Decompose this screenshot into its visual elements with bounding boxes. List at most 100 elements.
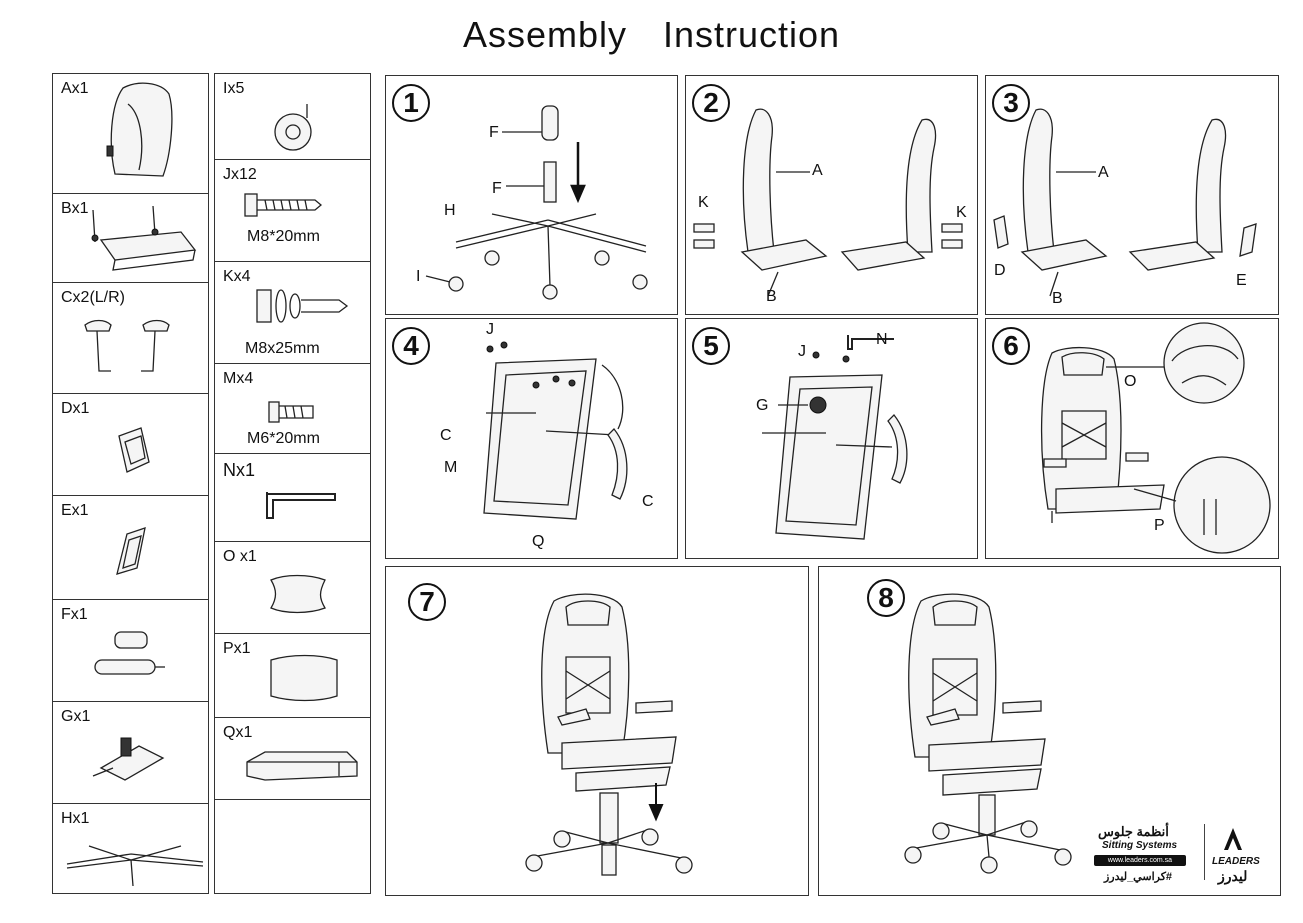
step-8-number: 8	[867, 579, 905, 617]
step-5-mechanism-drawing	[762, 335, 908, 540]
bolt-j-icon	[244, 193, 323, 217]
step-2-callout-k1: K	[698, 194, 709, 211]
step-6-panel: 6 O P	[985, 318, 1279, 559]
step-8-chair-drawing	[904, 593, 1072, 874]
part-i-box: Ix5	[214, 73, 371, 160]
part-k-box: Kx4 M8x25mm	[214, 261, 371, 364]
leaders-mark-icon	[1224, 828, 1242, 850]
part-k-spec: M8x25mm	[245, 340, 320, 357]
cover-d-icon	[118, 427, 150, 473]
part-d-label: Dx1	[61, 400, 90, 417]
part-g-label: Gx1	[61, 708, 91, 725]
part-m-label: Mx4	[223, 370, 254, 387]
step-4-frame-drawing	[483, 341, 628, 520]
step-5-callout-n: N	[876, 331, 888, 348]
step-4-number: 4	[392, 327, 430, 365]
step-2-callout-b: B	[766, 288, 777, 305]
page-title: Assembly Instruction	[0, 14, 1303, 56]
seat-icon	[91, 205, 197, 271]
part-m-box: Mx4 M6*20mm	[214, 363, 371, 454]
bolt-m-icon	[268, 401, 314, 423]
part-e-box: Ex1	[52, 495, 209, 600]
step-1-callout-i: I	[416, 268, 421, 285]
cushion-icon	[246, 751, 358, 781]
step-1-callout-f2: F	[492, 180, 502, 197]
part-h-box: Hx1	[52, 803, 209, 894]
step-3-callout-e: E	[1236, 272, 1247, 289]
step-6-callout-p: P	[1154, 517, 1165, 534]
step-5-number: 5	[692, 327, 730, 365]
mechanism-icon	[92, 737, 165, 781]
part-g-box: Gx1	[52, 701, 209, 804]
part-a-label: Ax1	[61, 80, 89, 97]
part-f-box: Fx1	[52, 599, 209, 702]
logo-arabic-name: أنظمة جلوس	[1098, 824, 1169, 839]
part-q-box: Qx1	[214, 717, 371, 800]
part-d-box: Dx1	[52, 393, 209, 496]
step-4-callout-q: Q	[532, 533, 545, 550]
part-j-spec: M8*20mm	[247, 228, 320, 245]
part-j-label: Jx12	[223, 166, 257, 183]
step-5-panel: 5 J N G	[685, 318, 978, 559]
part-f-label: Fx1	[61, 606, 88, 623]
step-5-callout-j: J	[798, 343, 806, 360]
step-3-number: 3	[992, 84, 1030, 122]
allen-key-icon	[266, 492, 336, 519]
logo-separator	[1204, 824, 1205, 880]
step-2-panel: 2 A K K B	[685, 75, 978, 315]
part-b-box: Bx1	[52, 193, 209, 283]
part-c-label: Cx2(L/R)	[61, 289, 126, 306]
part-e-label: Ex1	[61, 502, 89, 519]
part-a-box: Ax1	[52, 73, 209, 194]
step-4-callout-j: J	[486, 321, 494, 338]
logo-brand: LEADERS	[1212, 856, 1260, 867]
step-2-chair-drawing	[693, 108, 963, 297]
lumbar-pillow-icon	[270, 654, 338, 702]
step-5-callout-g: G	[756, 397, 769, 414]
bolt-k-icon	[256, 289, 349, 323]
cover-e-icon	[116, 527, 146, 575]
step-3-callout-a: A	[1098, 164, 1109, 181]
step-4-callout-c2: C	[642, 493, 654, 510]
step-2-number: 2	[692, 84, 730, 122]
part-p-box: Px1	[214, 633, 371, 718]
part-o-label: O x1	[223, 548, 257, 565]
part-j-box: Jx12 M8*20mm	[214, 159, 371, 262]
base-icon	[66, 845, 204, 887]
step-3-panel: 3 A D B E	[985, 75, 1279, 315]
step-6-chair-drawing	[1040, 322, 1271, 554]
logo-brand-arabic: ليدرز	[1218, 868, 1248, 884]
step-7-chair-drawing	[525, 593, 693, 876]
step-1-panel: 1 F F H I	[385, 75, 678, 315]
gas-lift-icon	[94, 631, 165, 675]
part-o-box: O x1	[214, 541, 371, 634]
part-b-label: Bx1	[61, 200, 89, 217]
title-word-2: Instruction	[662, 14, 841, 55]
logo-english-name: Sitting Systems	[1102, 840, 1178, 851]
part-m-spec: M6*20mm	[247, 430, 320, 447]
step-7-number: 7	[408, 583, 446, 621]
part-empty-box	[214, 799, 371, 894]
part-k-label: Kx4	[223, 268, 251, 285]
backrest-icon	[106, 82, 173, 177]
step-2-callout-k2: K	[956, 204, 967, 221]
armrest-icon	[84, 319, 170, 372]
step-8-panel: 8	[818, 566, 1281, 896]
step-4-panel: 4 J C M C Q	[385, 318, 678, 559]
step-1-callout-f1: F	[489, 124, 499, 141]
brand-logo: أنظمة جلوس Sitting Systems www.leaders.c…	[1088, 820, 1268, 890]
part-n-label: Nx1	[223, 460, 256, 480]
step-6-number: 6	[992, 327, 1030, 365]
step-2-callout-a: A	[812, 162, 823, 179]
logo-url: www.leaders.com.sa	[1094, 855, 1186, 866]
step-3-chair-drawing	[993, 108, 1257, 297]
part-n-box: Nx1	[214, 453, 371, 542]
step-6-callout-o: O	[1124, 373, 1137, 390]
step-4-callout-m: M	[444, 459, 458, 476]
step-1-number: 1	[392, 84, 430, 122]
step-3-callout-d: D	[994, 262, 1006, 279]
step-1-base-drawing	[425, 105, 648, 300]
part-c-box: Cx2(L/R)	[52, 282, 209, 394]
part-p-label: Px1	[223, 640, 251, 657]
title-word-1: Assembly	[462, 14, 627, 55]
